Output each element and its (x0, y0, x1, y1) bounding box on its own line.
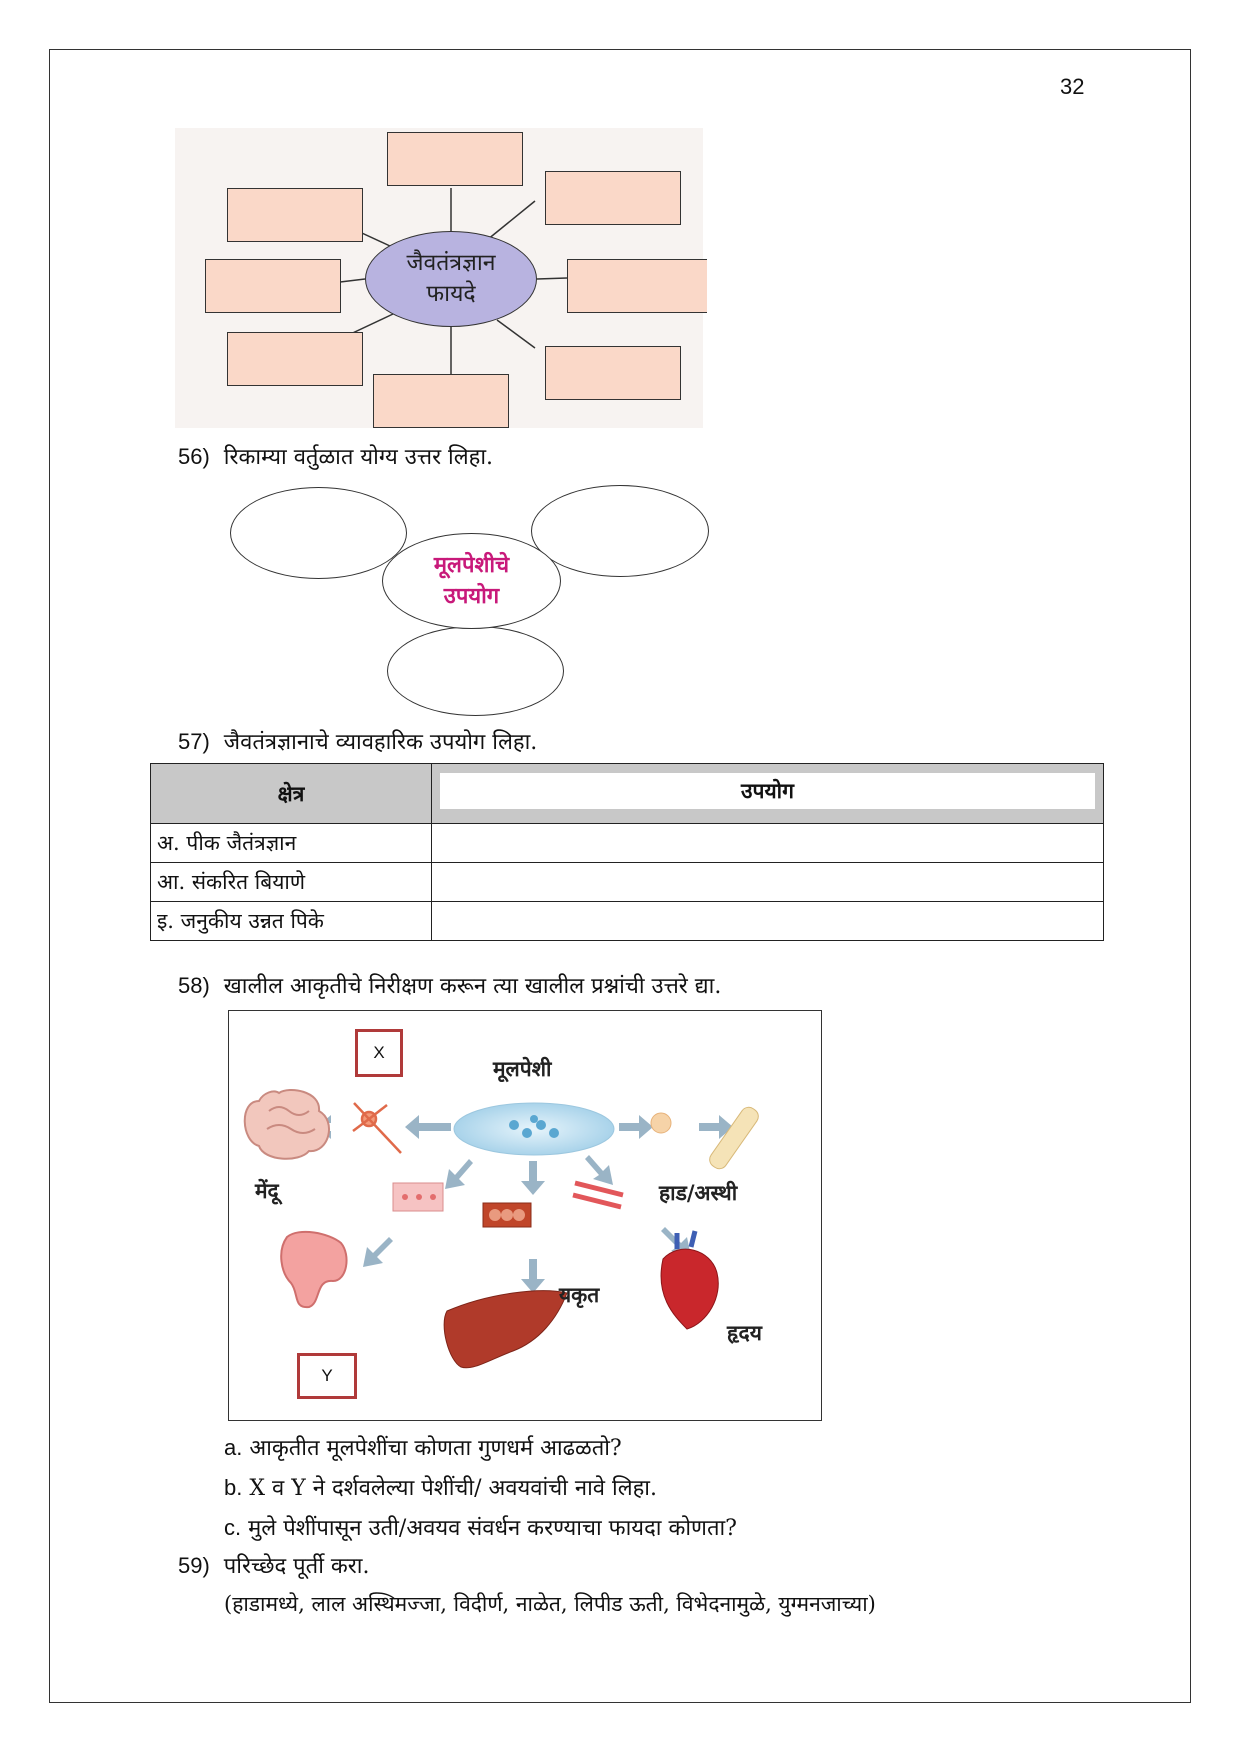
mindmap-blank-box[interactable] (567, 259, 707, 313)
label-box-y: Y (297, 1353, 357, 1399)
table-row: अ. पीक जैतंत्रज्ञान (150, 823, 1104, 863)
label-stem-cell: मूलपेशी (493, 1056, 552, 1081)
question-number: 56) (178, 444, 210, 469)
blank-oval[interactable] (531, 485, 709, 577)
mindmap-center-line2: फायदे (426, 281, 476, 307)
mindmap-blank-box[interactable] (545, 346, 681, 400)
label-box-x: X (355, 1029, 403, 1077)
subquestion-a: a. आकृतीत मूलपेशींचा कोणता गुणधर्म आढळतो… (224, 1432, 622, 1462)
question-58: 58) खालील आकृतीचे निरीक्षण करून त्या खाली… (178, 970, 721, 1000)
row-answer-cell[interactable] (431, 823, 1104, 863)
subquestion-c: c. मुले पेशींपासून उती/अवयव संवर्धन करण्… (224, 1512, 737, 1542)
question-number: 57) (178, 729, 210, 754)
question-57: 57) जैवतंत्रज्ञानाचे व्यावहारिक उपयोग लिह… (178, 726, 537, 756)
header-use-label: उपयोग (440, 773, 1095, 809)
table-row: इ. जनुकीय उन्नत पिके (150, 901, 1104, 941)
question-59: 59) परिच्छेद पूर्ती करा. (178, 1550, 370, 1580)
stem-cell-uses-diagram: मूलपेशीचे उपयोग (230, 485, 710, 716)
label-bone: हाड/अस्थी (659, 1180, 738, 1205)
word-bank: (हाडामध्ये, लाल अस्थिमज्जा, विदीर्ण, नाळ… (224, 1592, 876, 1616)
row-answer-cell[interactable] (431, 862, 1104, 902)
biotech-uses-table: क्षेत्र उपयोग अ. पीक जैतंत्रज्ञान आ. संक… (150, 763, 1104, 941)
row-answer-cell[interactable] (431, 901, 1104, 941)
subquestion-b: b. X व Y ने दर्शवलेल्या पेशींची/ अवयवांच… (224, 1472, 657, 1502)
subquestion-letter: b. (224, 1475, 243, 1500)
mindmap-blank-box[interactable] (373, 374, 509, 428)
blank-oval[interactable] (387, 626, 564, 716)
mindmap-blank-box[interactable] (545, 171, 681, 225)
header-field: क्षेत्र (150, 763, 432, 824)
blank-oval[interactable] (230, 487, 407, 579)
table-row: आ. संकरित बियाणे (150, 862, 1104, 902)
oval-center-line2: उपयोग (443, 583, 500, 609)
label-brain: मेंदू (255, 1178, 279, 1203)
question-number: 59) (178, 1553, 210, 1578)
question-56: 56) रिकाम्या वर्तुळात योग्य उत्तर लिहा. (178, 441, 493, 471)
stem-cell-uses-center: मूलपेशीचे उपयोग (382, 533, 561, 629)
label-liver: यकृत (559, 1282, 600, 1307)
mindmap-blank-box[interactable] (387, 132, 523, 186)
stem-cell-differentiation-figure: X Y मूलपेशी मेंदू हाड/अस्थी यकृत हृदय (228, 1010, 822, 1421)
mindmap-center-node: जैवतंत्रज्ञान फायदे (365, 231, 537, 327)
table-header-row: क्षेत्र उपयोग (150, 763, 1104, 824)
subquestion-text: मुले पेशींपासून उती/अवयव संवर्धन करण्याच… (248, 1516, 737, 1541)
page-border (49, 49, 1191, 1703)
mindmap-blank-box[interactable] (227, 332, 363, 386)
mindmap-center-line1: जैवतंत्रज्ञान (406, 249, 496, 276)
question-text: खालील आकृतीचे निरीक्षण करून त्या खालील प… (223, 974, 722, 999)
oval-center-line1: मूलपेशीचे (433, 552, 510, 579)
mindmap-blank-box[interactable] (227, 188, 363, 242)
biotech-benefits-mindmap: जैवतंत्रज्ञान फायदे (175, 128, 707, 428)
subquestion-text: X व Y ने दर्शवलेल्या पेशींची/ अवयवांची न… (249, 1476, 657, 1501)
question-text: जैवतंत्रज्ञानाचे व्यावहारिक उपयोग लिहा. (223, 730, 538, 755)
row-field: आ. संकरित बियाणे (150, 862, 432, 902)
question-text: रिकाम्या वर्तुळात योग्य उत्तर लिहा. (223, 445, 494, 470)
header-use: उपयोग (431, 763, 1104, 824)
subquestion-letter: c. (224, 1515, 242, 1540)
label-heart: हृदय (727, 1320, 762, 1345)
row-field: इ. जनुकीय उन्नत पिके (150, 901, 432, 941)
mindmap-blank-box[interactable] (205, 259, 341, 313)
row-field: अ. पीक जैतंत्रज्ञान (150, 823, 432, 863)
subquestion-letter: a. (224, 1435, 243, 1460)
question-text: परिच्छेद पूर्ती करा. (223, 1554, 370, 1579)
question-number: 58) (178, 973, 210, 998)
figure-illustration (243, 1089, 759, 1369)
page-number: 32 (1060, 74, 1085, 99)
subquestion-text: आकृतीत मूलपेशींचा कोणता गुणधर्म आढळतो? (249, 1436, 622, 1461)
